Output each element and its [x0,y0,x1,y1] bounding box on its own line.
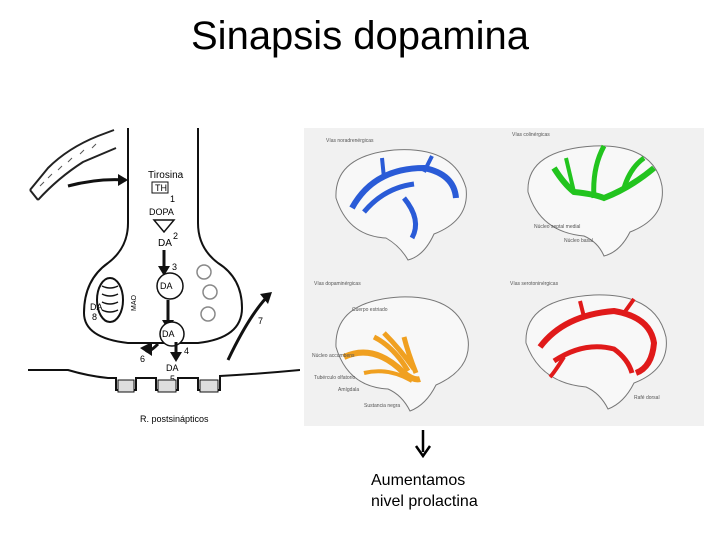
mao-label: MAO [131,295,138,312]
note-raphe: Rafé dorsal [634,395,660,401]
panel-noradrenergic: Vías noradrenérgicas [304,128,504,277]
panel-dopaminergic: Vías dopaminérgicas Cuerpo estriado Núcl… [304,277,504,426]
step-2: 2 [173,231,178,241]
step-7: 7 [258,316,263,326]
note-accumbens: Núcleo accumbens [312,353,355,359]
result-line-1: Aumentamos [371,472,466,489]
note-olfactory: Tubérculo olfatorio [314,375,356,381]
presynaptic-terminal [82,128,244,344]
da-cleft-label: DA [166,363,179,373]
slide-title: Sinapsis dopamina [191,14,529,58]
da-synthesis-label: DA [158,238,172,249]
note-substantia: Sustancia negra [364,403,401,409]
tirosina-label: Tirosina [148,170,184,181]
postsynaptic-membrane [28,369,300,391]
brain-drawing [335,149,467,261]
panel-label: Vías noradrenérgicas [326,138,374,144]
vesicle [200,306,216,322]
panel-label: Vías dopaminérgicas [314,281,361,287]
da-mito-label: DA [90,302,103,312]
da-vesicle-label: DA [160,281,173,291]
panel-serotonergic: Vías serotoninérgicas Rafé dorsal [504,277,704,426]
note-septal: Núcleo septal medial [534,224,581,230]
receptors-label: R. postsinápticos [140,414,209,424]
mitochondrion [96,277,124,323]
da-release-label: DA [162,329,175,339]
brain-pathways: Vías noradrenérgicas Vías colinérgicas N… [304,128,704,426]
receptor-shapes [117,379,219,393]
panel-label: Vías serotoninérgicas [510,281,559,287]
vesicle [196,264,212,280]
nerve-fiber [29,129,117,201]
panel-cholinergic: Vías colinérgicas Núcleo septal medial N… [504,128,704,277]
step-3: 3 [172,262,177,272]
step-1: 1 [170,194,175,204]
result-text: Aumentamos nivel prolactina [371,470,478,512]
down-arrow-icon [414,430,432,458]
note-basal: Núcleo basal [564,238,593,244]
da-vesicle [156,272,184,300]
step-8: 8 [92,312,97,322]
brain-drawing [527,144,663,257]
step-4: 4 [184,346,189,356]
synapse-diagram: Tirosina TH 1 DOPA 2 DA 3 DA DA 8 MAO DA… [28,128,300,424]
brain-drawing [335,296,469,412]
step-5: 5 [170,374,175,384]
brain-drawing [525,294,667,410]
note-amygdala: Amígdala [338,387,360,393]
panel-label: Vías colinérgicas [512,132,550,138]
dopa-label: DOPA [149,207,174,217]
vesicle [202,284,218,300]
th-label: TH [155,183,167,193]
result-line-2: nivel prolactina [371,493,478,510]
step-6: 6 [140,354,145,364]
note-striatum: Cuerpo estriado [352,307,388,313]
da-release [159,321,185,347]
